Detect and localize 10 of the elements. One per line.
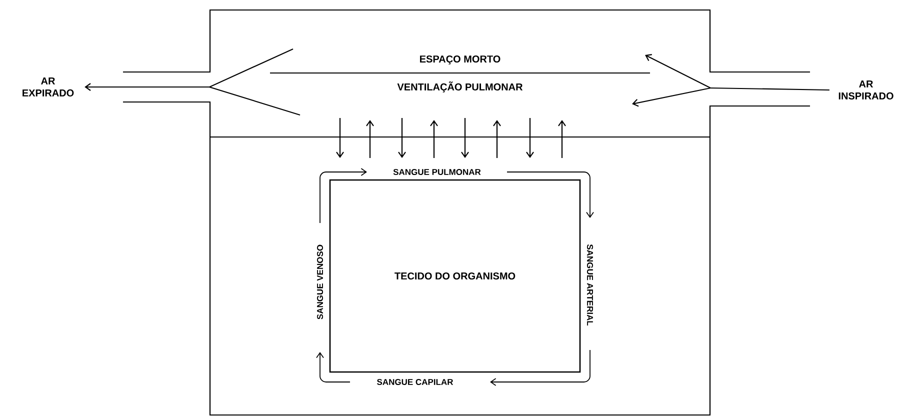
air-flow-arrow [84,48,301,116]
tissue-box: TECIDO DO ORGANISMO [329,179,581,373]
air-label: AR INSPIRADO [838,80,894,100]
air-label: AR EXPIRADO [22,78,74,96]
blood-label: SANGUE CAPILAR [374,376,456,387]
blood-label: SANGUE PULMONAR [391,166,483,177]
blood-label: SANGUE VENOSO [315,242,326,322]
blood-compartment [209,136,711,416]
lung-compartment: ESPAÇO MORTO VENTILAÇÃO PULMONAR [123,9,810,137]
blood-label: SANGUE ARTERIAL [585,242,596,328]
